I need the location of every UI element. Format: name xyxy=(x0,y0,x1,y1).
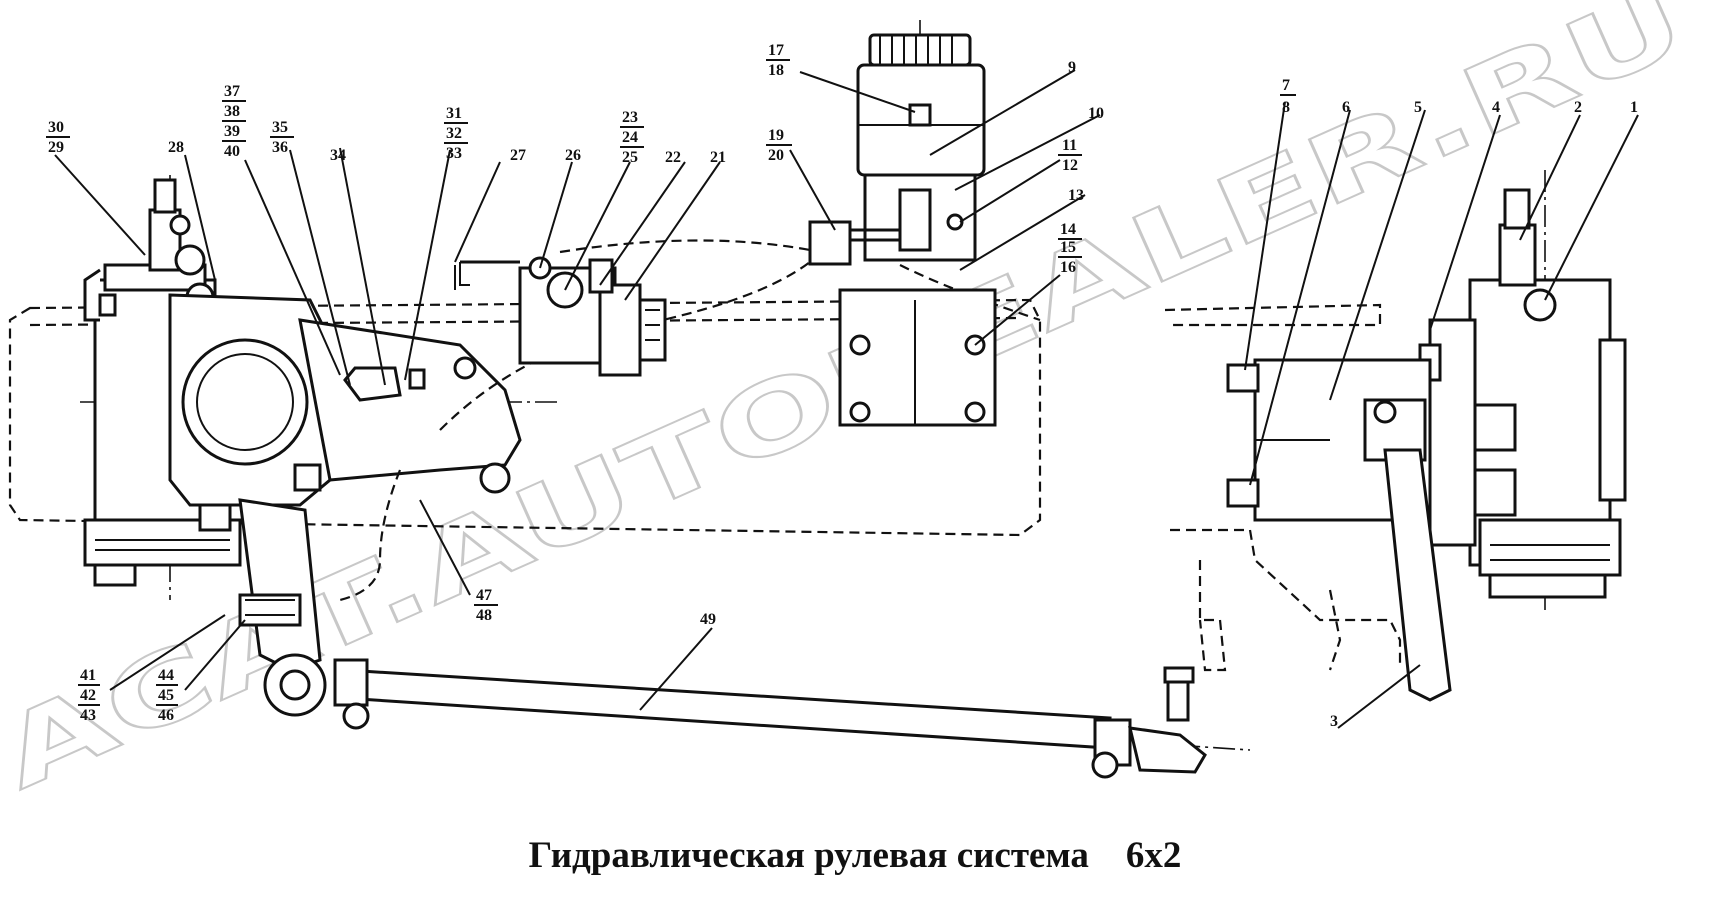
callout-12: 12 xyxy=(1062,157,1078,174)
callout-3: 3 xyxy=(1330,713,1338,730)
callout-labels: 1 2 3 4 5 6 7 8 9 10 11 12 13 14 15 16 1… xyxy=(48,42,1638,730)
drawing-caption: Гидравлическая рулевая система 6х2 xyxy=(528,835,1182,876)
callout-26: 26 xyxy=(565,147,581,164)
callout-47: 47 xyxy=(476,587,492,604)
callout-17: 17 xyxy=(768,42,784,59)
callout-18: 18 xyxy=(768,62,784,79)
leader-lines xyxy=(54,69,1639,729)
callout-35: 35 xyxy=(272,119,288,136)
callout-33: 33 xyxy=(446,145,462,162)
callout-15: 15 xyxy=(1060,239,1076,256)
callout-13: 13 xyxy=(1068,187,1084,204)
callout-11: 11 xyxy=(1062,137,1077,154)
callout-underlines xyxy=(46,59,1296,706)
callout-19: 19 xyxy=(768,127,784,144)
callout-46: 46 xyxy=(158,707,174,724)
callout-37: 37 xyxy=(224,83,240,100)
callout-1: 1 xyxy=(1630,99,1638,116)
callout-45: 45 xyxy=(158,687,174,704)
callout-6: 6 xyxy=(1342,99,1350,116)
callout-44: 44 xyxy=(158,667,174,684)
callout-29: 29 xyxy=(48,139,64,156)
callout-25: 25 xyxy=(622,149,638,166)
callout-39: 39 xyxy=(224,123,240,140)
callout-2: 2 xyxy=(1574,99,1582,116)
callout-5: 5 xyxy=(1414,99,1422,116)
callout-4: 4 xyxy=(1492,99,1500,116)
callout-16: 16 xyxy=(1060,259,1076,276)
steering-gear-right xyxy=(1418,188,1627,599)
callout-10: 10 xyxy=(1088,105,1104,122)
callout-23: 23 xyxy=(622,109,638,126)
callout-38: 38 xyxy=(224,103,240,120)
callout-24: 24 xyxy=(622,129,638,146)
steering-gear-left xyxy=(83,178,332,587)
callout-41: 41 xyxy=(80,667,96,684)
callout-34: 34 xyxy=(330,147,346,164)
callout-49: 49 xyxy=(700,611,716,628)
callout-32: 32 xyxy=(446,125,462,142)
callout-28: 28 xyxy=(168,139,184,156)
bracket-left xyxy=(238,318,522,672)
tie-rod xyxy=(263,653,1207,779)
callout-31: 31 xyxy=(446,105,462,122)
callout-7: 7 xyxy=(1282,77,1290,94)
callout-42: 42 xyxy=(80,687,96,704)
callout-30: 30 xyxy=(48,119,64,136)
filter-valve xyxy=(518,256,667,377)
callout-9: 9 xyxy=(1068,59,1076,76)
callout-20: 20 xyxy=(768,147,784,164)
callout-48: 48 xyxy=(476,607,492,624)
callout-8: 8 xyxy=(1282,99,1290,116)
callout-27: 27 xyxy=(510,147,526,164)
callout-43: 43 xyxy=(80,707,96,724)
callout-14: 14 xyxy=(1060,221,1076,238)
callout-36: 36 xyxy=(272,139,288,156)
callout-22: 22 xyxy=(665,149,681,166)
callout-40: 40 xyxy=(224,143,240,160)
callout-21: 21 xyxy=(710,149,726,166)
bracket-right xyxy=(1226,358,1452,702)
